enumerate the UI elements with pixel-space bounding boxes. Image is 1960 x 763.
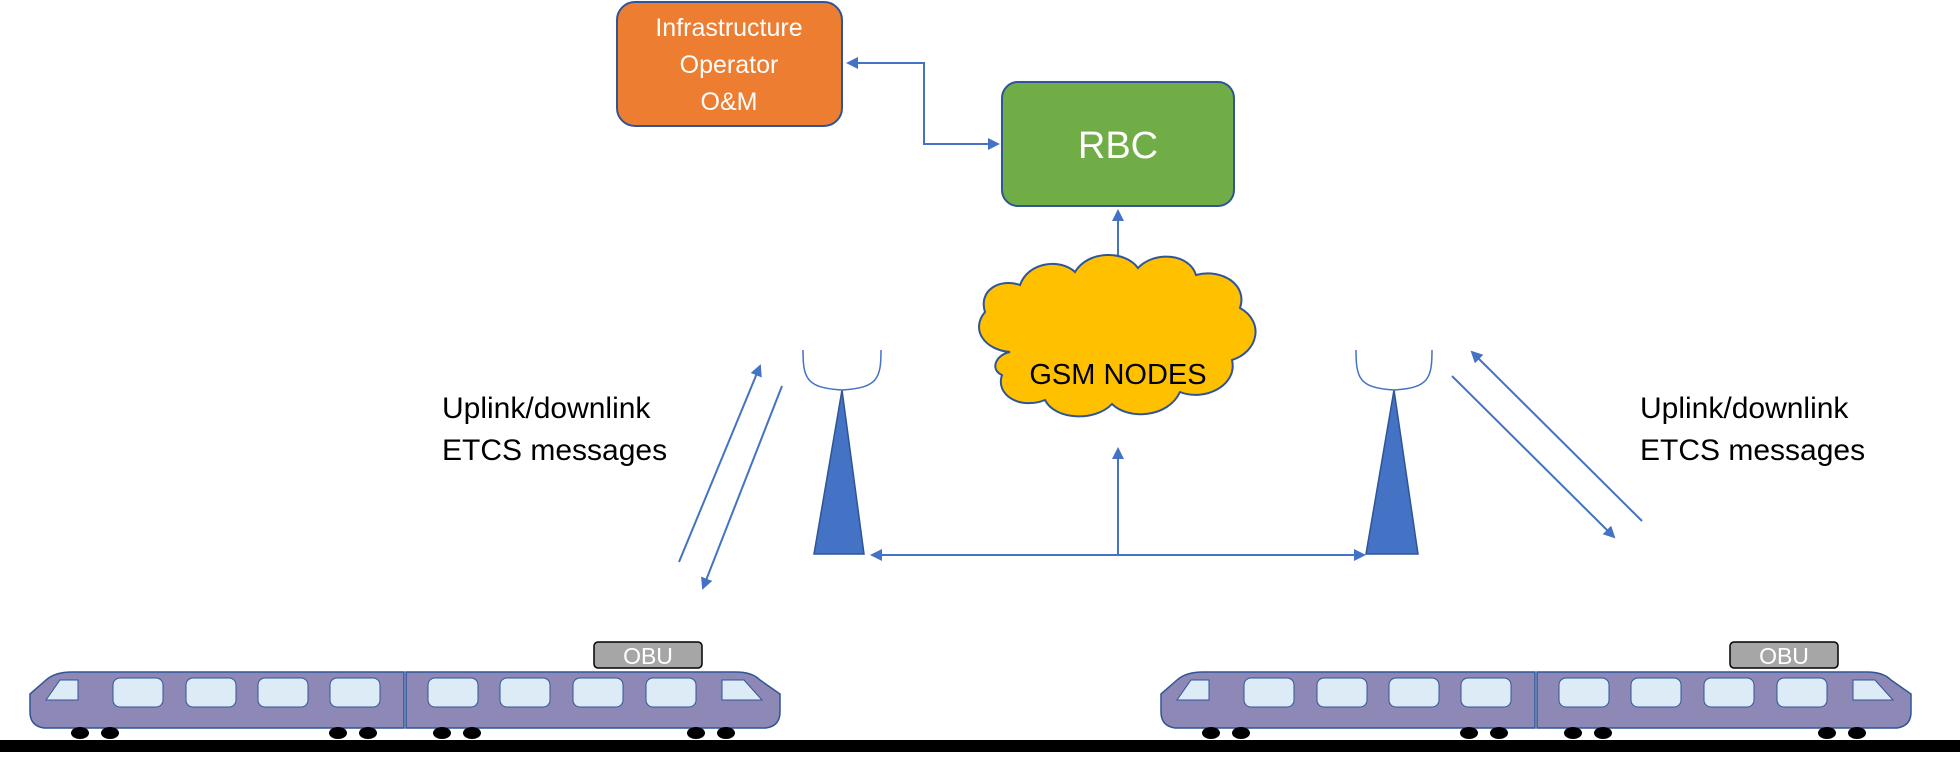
- right-link-label: Uplink/downlink ETCS messages: [1640, 388, 1865, 472]
- antenna-tower-icon: [813, 389, 865, 555]
- left-obu-label: OBU: [623, 643, 673, 669]
- train-icon: [29, 671, 781, 739]
- gsm-nodes-cloud: GSM NODES: [978, 254, 1257, 418]
- left-link-label-line2: ETCS messages: [442, 434, 668, 467]
- right-downlink-arrow: [1451, 375, 1616, 539]
- left-link-label: Uplink/downlink ETCS messages: [442, 388, 667, 472]
- right-train: OBU: [1160, 641, 1912, 739]
- antenna-tower-icon: [1365, 389, 1419, 555]
- infrastructure-line2: Operator: [680, 51, 779, 79]
- infra-rbc-connector: [846, 57, 1000, 150]
- left-train: OBU: [29, 641, 781, 739]
- gsm-label: GSM NODES: [1029, 359, 1206, 391]
- right-antenna-tower: [1355, 349, 1433, 555]
- cloud-icon: [978, 254, 1257, 418]
- left-downlink-arrow: [701, 385, 783, 590]
- right-obu-badge: OBU: [1729, 641, 1839, 669]
- left-link-label-line1: Uplink/downlink: [442, 392, 651, 425]
- right-link-label-line2: ETCS messages: [1640, 434, 1866, 467]
- left-obu-badge: OBU: [593, 641, 703, 669]
- infrastructure-line1: Infrastructure: [655, 14, 802, 42]
- train-icon: [1160, 671, 1912, 739]
- infrastructure-line3: O&M: [701, 88, 758, 116]
- rbc-node: RBC: [1001, 81, 1235, 207]
- right-obu-label: OBU: [1759, 643, 1809, 669]
- railway-track: [0, 740, 1960, 752]
- rbc-label: RBC: [1078, 125, 1158, 167]
- infrastructure-operator-node: Infrastructure Operator O&M: [616, 1, 843, 127]
- right-link-label-line1: Uplink/downlink: [1640, 392, 1849, 425]
- right-uplink-arrow: [1470, 350, 1643, 522]
- left-uplink-arrow: [678, 364, 762, 563]
- left-antenna-tower: [802, 349, 882, 555]
